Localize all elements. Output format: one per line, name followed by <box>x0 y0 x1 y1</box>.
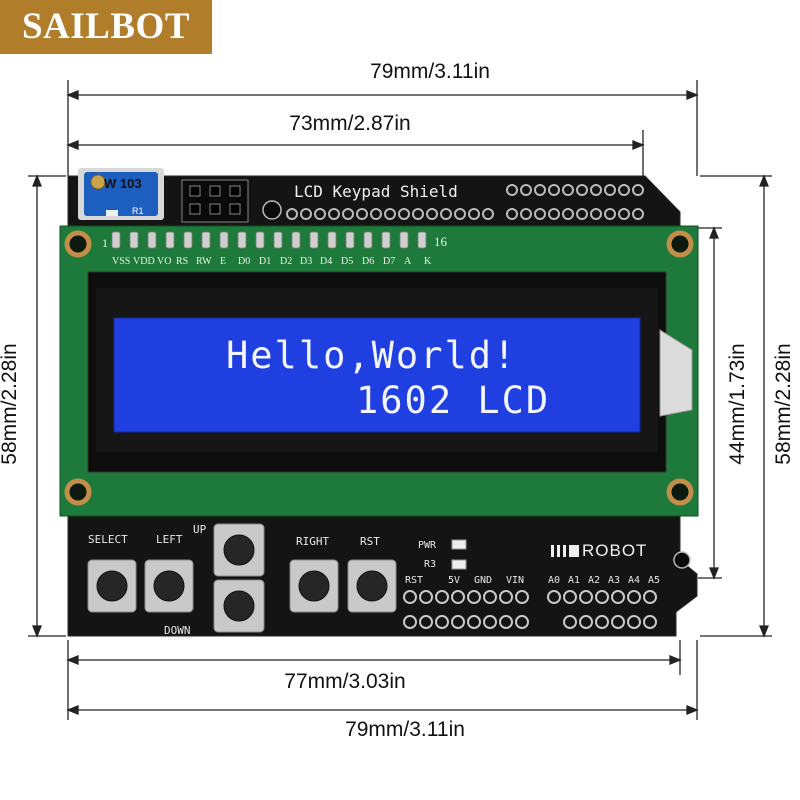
right-button-label: RIGHT <box>296 535 330 548</box>
mount-hole <box>673 551 691 569</box>
rst-button-label: RST <box>360 535 380 548</box>
analog-pin-label: A0 <box>548 575 561 586</box>
dimension-lines <box>28 80 772 720</box>
pot-label: W 103 <box>104 176 142 191</box>
analog-pin-label: A3 <box>608 575 621 586</box>
dim-right-inner: 44mm/1.73in <box>726 343 749 465</box>
dim-right-overall: 58mm/2.28in <box>772 343 795 465</box>
down-button[interactable] <box>214 580 264 632</box>
left-button-label: LEFT <box>156 533 183 546</box>
analog-pin-label: A1 <box>568 575 581 586</box>
analog-pin-label: A5 <box>648 575 661 586</box>
dim-bottom-inner: 77mm/3.03in <box>284 670 406 693</box>
pin-label: D3 <box>300 256 313 267</box>
pin-label: D6 <box>362 256 375 267</box>
pin-label: D7 <box>383 256 396 267</box>
pwr-led-label: PWR <box>418 540 437 551</box>
pin-end-label: 16 <box>434 234 447 249</box>
pin-label: VO <box>157 256 172 267</box>
down-button-label: DOWN <box>164 624 191 637</box>
power-header-pads <box>403 590 529 629</box>
dim-top-inner: 73mm/2.87in <box>289 112 411 135</box>
mount-hole <box>262 200 282 220</box>
digital-header-pads <box>286 184 644 220</box>
left-button[interactable] <box>145 560 193 612</box>
pin-label: D2 <box>280 256 293 267</box>
lcd-mount-holes <box>64 230 694 506</box>
board-title: LCD Keypad Shield <box>294 182 458 201</box>
dim-bottom-overall: 79mm/3.11in <box>345 718 465 741</box>
power-pin-label: VIN <box>506 575 525 586</box>
right-button[interactable] <box>290 560 338 612</box>
smd-parts <box>451 539 467 570</box>
power-pin-label: RST <box>405 575 424 586</box>
lcd-screen <box>113 317 641 433</box>
pin-label: D4 <box>320 256 333 267</box>
pin-label: E <box>220 256 227 267</box>
power-pin-label: 5V <box>448 575 461 586</box>
pot-ref: R1 <box>132 206 144 216</box>
pin-label: RW <box>196 256 212 267</box>
analog-pin-label: A4 <box>628 575 641 586</box>
dim-top-overall: 79mm/3.11in <box>370 60 490 83</box>
select-button-label: SELECT <box>88 533 128 546</box>
brand-logo: SAILBOT <box>0 0 212 54</box>
robot-logo: ROBOT <box>582 541 648 560</box>
robot-logo-bars <box>551 545 579 557</box>
pin-label: VSS <box>112 256 131 267</box>
button-graphics <box>87 523 397 633</box>
lcd-line-1: Hello,World! <box>226 334 518 377</box>
pin-label: VDD <box>133 256 155 267</box>
pin-start-label: 1 <box>102 236 108 250</box>
pin-label: RS <box>176 256 189 267</box>
up-button-label: UP <box>193 523 207 536</box>
icsp-header <box>181 179 249 223</box>
lcd-line-2: 1602 LCD <box>356 379 551 422</box>
pin-label: K <box>424 256 432 267</box>
power-pin-label: GND <box>474 575 493 586</box>
analog-header-pads <box>547 590 657 629</box>
pin-label: D5 <box>341 256 354 267</box>
pin-label: A <box>404 256 412 267</box>
r3-label: R3 <box>424 559 437 570</box>
backlight-tab <box>659 329 693 417</box>
analog-pin-label: A2 <box>588 575 601 586</box>
pin-label: D1 <box>259 256 272 267</box>
dim-left-height: 58mm/2.28in <box>0 343 21 465</box>
potentiometer <box>78 168 164 220</box>
pin-label: D0 <box>238 256 251 267</box>
up-button[interactable] <box>214 524 264 576</box>
rst-button[interactable] <box>348 560 396 612</box>
lcd-header-pins <box>111 231 427 249</box>
select-button[interactable] <box>88 560 136 612</box>
